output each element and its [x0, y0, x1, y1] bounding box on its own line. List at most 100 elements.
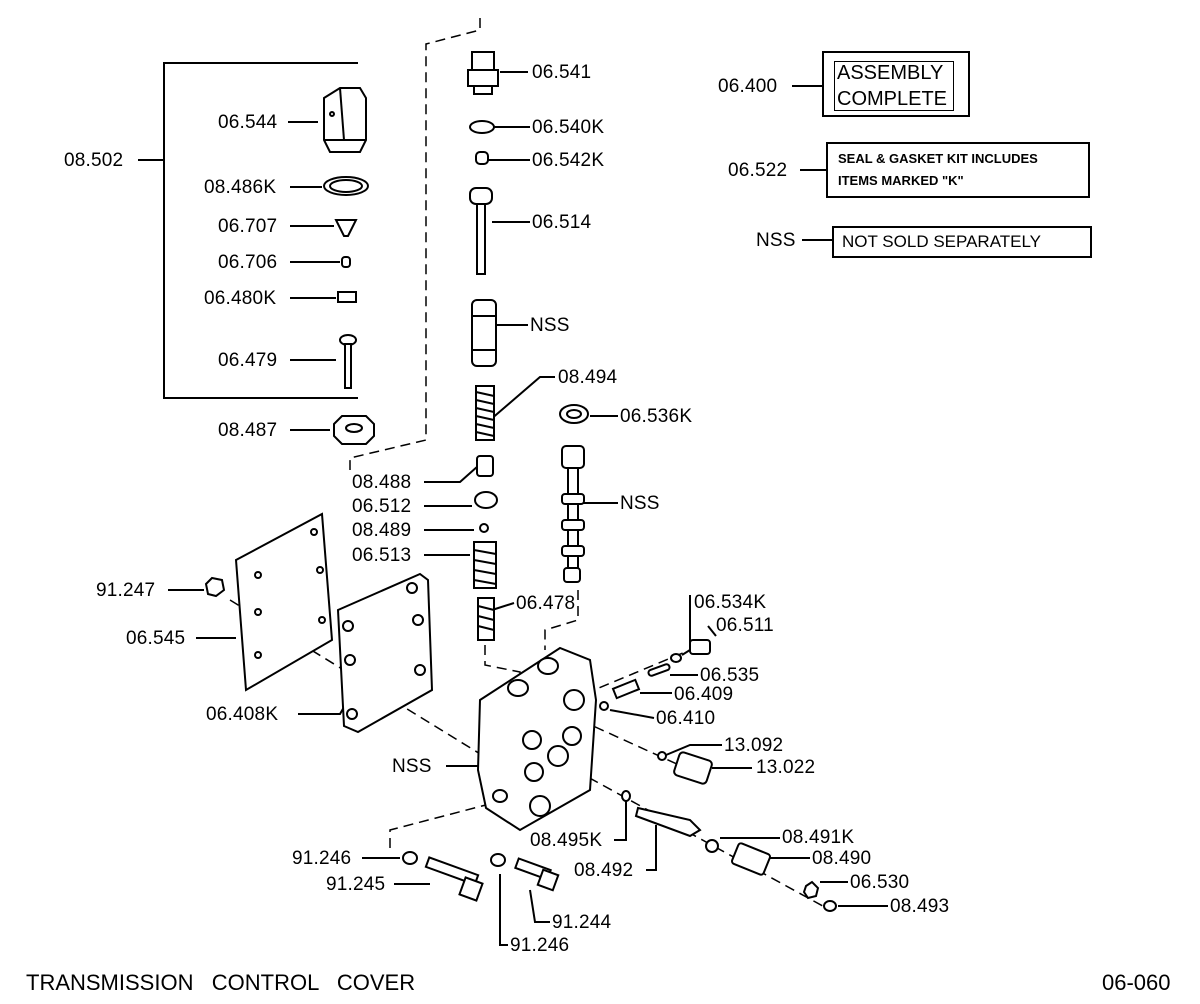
legend-assembly-inner	[834, 61, 954, 111]
label-06-514: 06.514	[532, 212, 592, 233]
part-06-534K	[670, 653, 682, 663]
label-06-536K: 06.536K	[620, 406, 693, 427]
part-08-490	[731, 842, 771, 876]
label-08-492: 08.492	[574, 860, 634, 881]
label-06-540K: 06.540K	[532, 117, 605, 138]
label-08-487: 08.487	[218, 420, 278, 441]
label-nss-code: NSS	[756, 230, 796, 251]
label-06-513: 06.513	[352, 545, 412, 566]
part-08-491K	[705, 839, 719, 853]
label-08-494: 08.494	[558, 367, 618, 388]
label-08-488: 08.488	[352, 472, 412, 493]
part-91-245	[424, 856, 484, 902]
part-06-707	[334, 219, 358, 237]
label-06-707: 06.707	[218, 216, 278, 237]
part-13-092	[657, 751, 667, 761]
legend-nss-text: NOT SOLD SEPARATELY	[842, 232, 1042, 251]
dashed-axis-top	[349, 18, 481, 470]
part-06-540K	[469, 120, 495, 134]
legend-kit-line2: ITEMS MARKED "K"	[838, 173, 964, 188]
label-08-490: 08.490	[812, 848, 872, 869]
part-sleeve-nss	[471, 299, 497, 367]
label-08-495K: 08.495K	[530, 830, 603, 851]
label-nss-body: NSS	[392, 756, 432, 777]
label-06-542K: 06.542K	[532, 150, 605, 171]
label-91-246-left: 91.246	[292, 848, 352, 869]
part-91-246b	[490, 853, 506, 867]
label-06-706: 06.706	[218, 252, 278, 273]
part-06-541	[467, 51, 499, 95]
label-assembly-code: 06.400	[718, 76, 778, 97]
part-91-246a	[402, 851, 418, 865]
part-06-479	[339, 334, 357, 389]
part-08-488	[476, 455, 494, 477]
dashed-axis-bolt	[389, 799, 506, 848]
part-06-478	[477, 597, 495, 641]
part-91-247	[204, 576, 226, 598]
label-06-530: 06.530	[850, 872, 910, 893]
label-08-493: 08.493	[890, 896, 950, 917]
label-08-486K: 08.486K	[204, 177, 277, 198]
label-06-410: 06.410	[656, 708, 716, 729]
legend-assembly-line2: COMPLETE	[837, 88, 948, 110]
label-91-247: 91.247	[96, 580, 156, 601]
part-06-512	[474, 491, 498, 509]
part-06-480K	[337, 291, 357, 303]
label-kit-code: 06.522	[728, 160, 788, 181]
label-08-489: 08.489	[352, 520, 412, 541]
label-08-502: 08.502	[64, 150, 124, 171]
part-08-494	[475, 385, 495, 441]
part-08-489	[479, 523, 489, 533]
label-06-545: 06.545	[126, 628, 186, 649]
label-08-491K: 08.491K	[782, 827, 855, 848]
label-06-480K: 06.480K	[204, 288, 277, 309]
label-06-478: 06.478	[516, 593, 576, 614]
legend-kit-box: SEAL & GASKET KIT INCLUDES ITEMS MARKED …	[826, 142, 1090, 198]
diagram-title: TRANSMISSION CONTROL COVER	[26, 970, 416, 995]
label-91-245: 91.245	[326, 874, 386, 895]
part-08-495K	[621, 790, 631, 802]
part-06-408K	[336, 572, 434, 734]
part-06-513	[473, 541, 497, 589]
part-06-511	[689, 639, 711, 655]
part-06-544	[323, 87, 367, 153]
label-nss-spool: NSS	[620, 493, 660, 514]
part-06-542K	[475, 151, 489, 165]
label-91-246-bottom: 91.246	[510, 935, 570, 956]
part-06-535	[647, 663, 671, 677]
label-06-512: 06.512	[352, 496, 412, 517]
part-08-487	[333, 415, 375, 445]
part-06-545	[234, 512, 334, 692]
label-06-534K: 06.534K	[694, 592, 767, 613]
part-91-244	[514, 857, 560, 892]
part-spool-nss	[561, 445, 585, 583]
part-06-706	[341, 256, 351, 268]
part-08-493	[823, 900, 837, 912]
label-06-535: 06.535	[700, 665, 760, 686]
label-91-244: 91.244	[552, 912, 612, 933]
label-13-022: 13.022	[756, 757, 816, 778]
legend-nss-box: NOT SOLD SEPARATELY	[832, 226, 1092, 258]
part-13-022	[673, 751, 713, 785]
label-13-092: 13.092	[724, 735, 784, 756]
legend-assembly-box: ASSEMBLY COMPLETE	[822, 51, 970, 117]
part-06-409	[611, 678, 641, 700]
bracket-08-502	[163, 62, 358, 399]
label-06-511: 06.511	[716, 615, 774, 636]
dashed-axis-sensor	[579, 719, 691, 771]
label-06-541: 06.541	[532, 62, 592, 83]
page-code: 06-060	[1102, 970, 1171, 995]
part-06-514	[469, 187, 493, 275]
label-06-544: 06.544	[218, 112, 278, 133]
label-06-479: 06.479	[218, 350, 278, 371]
part-08-492	[634, 806, 702, 838]
label-06-408K: 06.408K	[206, 704, 279, 725]
label-06-409: 06.409	[674, 684, 734, 705]
label-nss-sleeve: NSS	[530, 315, 570, 336]
legend-assembly-line1: ASSEMBLY	[837, 62, 944, 84]
dashed-axis-right	[574, 769, 831, 911]
part-06-530	[802, 880, 820, 900]
part-06-410	[599, 701, 609, 711]
part-valve-body	[476, 646, 598, 832]
